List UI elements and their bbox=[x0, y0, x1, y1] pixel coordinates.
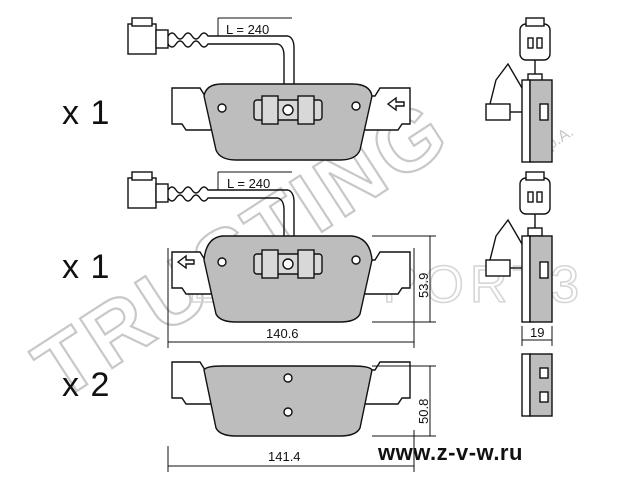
sensor-wire bbox=[167, 186, 288, 194]
direction-arrow-icon bbox=[386, 96, 405, 112]
pad-friction bbox=[203, 365, 373, 437]
pad-friction bbox=[203, 83, 373, 161]
mount-hole bbox=[217, 103, 227, 113]
quantity-label: x 2 bbox=[62, 366, 111, 404]
mount-hole bbox=[283, 407, 293, 417]
sensor-connector bbox=[127, 177, 157, 209]
pad-row-1 bbox=[127, 17, 411, 161]
sensor-connector bbox=[127, 23, 157, 55]
quantity-label: x 1 bbox=[62, 94, 111, 132]
side-connector bbox=[519, 177, 551, 215]
side-backplate bbox=[521, 235, 531, 323]
side-pad bbox=[529, 235, 553, 323]
side-backplate bbox=[521, 79, 531, 163]
side-view-3 bbox=[521, 353, 553, 417]
side-pad bbox=[529, 353, 553, 417]
mount-hole bbox=[351, 101, 361, 111]
side-connector bbox=[519, 23, 551, 61]
side-pad bbox=[529, 79, 553, 163]
website-url: www.z-v-w.ru bbox=[378, 440, 523, 465]
direction-arrow-icon bbox=[176, 254, 195, 270]
pad-row-2 bbox=[127, 171, 436, 348]
wire-length-label: L = 240 bbox=[226, 22, 269, 37]
mount-hole bbox=[351, 255, 361, 265]
width-dim-label: 141.4 bbox=[268, 449, 301, 464]
sensor-wire bbox=[167, 32, 288, 40]
mount-hole bbox=[217, 257, 227, 267]
mount-hole bbox=[283, 373, 293, 383]
height-dim-label: 50.8 bbox=[416, 399, 431, 424]
side-view-1 bbox=[485, 17, 553, 163]
pad-row-3 bbox=[167, 361, 436, 472]
pad-friction bbox=[203, 235, 373, 323]
thickness-dim-label: 19 bbox=[530, 325, 544, 340]
side-view-2 bbox=[485, 171, 553, 346]
width-dim-label: 140.6 bbox=[266, 326, 299, 341]
side-backplate bbox=[521, 353, 531, 417]
quantity-label: x 1 bbox=[62, 248, 111, 286]
wire-length-label: L = 240 bbox=[227, 176, 270, 191]
height-dim-label: 53.9 bbox=[416, 273, 431, 298]
